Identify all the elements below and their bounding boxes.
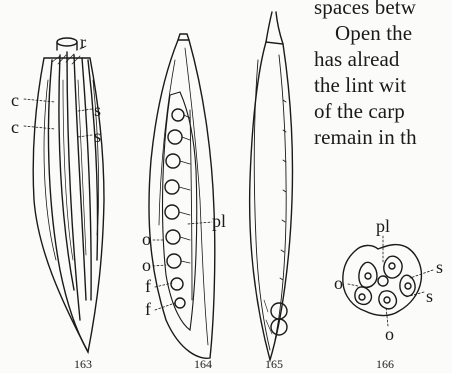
figure-number: 166 <box>376 358 394 370</box>
figure-166-drawing <box>343 236 433 326</box>
label-s: s <box>94 127 101 145</box>
figure-number: 163 <box>74 358 92 370</box>
figure-165-drawing <box>250 12 293 360</box>
figure-163-drawing <box>24 38 104 352</box>
label-f: f <box>145 300 151 318</box>
label-f: f <box>145 277 151 295</box>
label-r: r <box>80 33 86 51</box>
label-s: s <box>426 287 433 305</box>
figure-164-drawing <box>149 34 215 358</box>
label-o: o <box>385 325 394 343</box>
label-o: o <box>334 274 343 292</box>
label-s: s <box>436 258 443 276</box>
label-o: o <box>142 230 151 248</box>
figure-number: 164 <box>194 358 212 370</box>
label-c: c <box>11 118 19 136</box>
label-pl: pl <box>212 212 226 230</box>
label-o: o <box>142 256 151 274</box>
figure-number: 165 <box>265 358 283 370</box>
label-pl: pl <box>376 217 390 235</box>
label-c: c <box>11 91 19 109</box>
label-s: s <box>94 101 101 119</box>
